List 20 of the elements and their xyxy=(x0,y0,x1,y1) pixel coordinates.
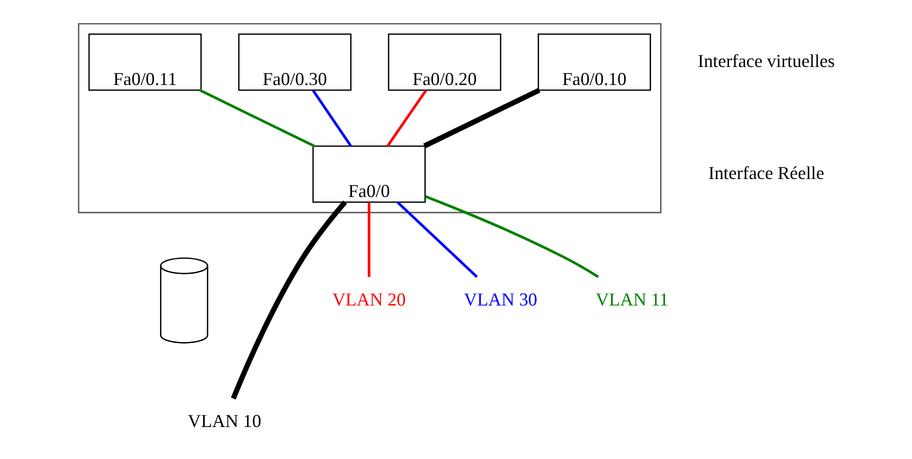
label: Interface Réelle xyxy=(708,162,824,183)
node-text: VLAN 10 xyxy=(188,411,262,432)
node-box: Fa0/0 xyxy=(312,146,426,203)
label: Interface virtuelles xyxy=(698,50,835,71)
node-text: VLAN 11 xyxy=(596,289,668,310)
node-box: Fa0/0.20 xyxy=(388,34,502,91)
node-text: VLAN 20 xyxy=(332,289,406,310)
connector xyxy=(424,195,599,278)
node-box: Fa0/0.10 xyxy=(538,34,652,91)
connector xyxy=(386,90,427,147)
node-box: Fa0/0.30 xyxy=(238,34,352,91)
node-box: Fa0/0.11 xyxy=(88,34,202,91)
node-text: VLAN 30 xyxy=(464,289,538,310)
connector xyxy=(368,202,370,277)
connector xyxy=(230,200,347,400)
connector xyxy=(423,88,540,148)
connector xyxy=(396,201,478,278)
cluster xyxy=(78,23,662,214)
connector xyxy=(199,89,315,148)
connector xyxy=(312,90,352,147)
